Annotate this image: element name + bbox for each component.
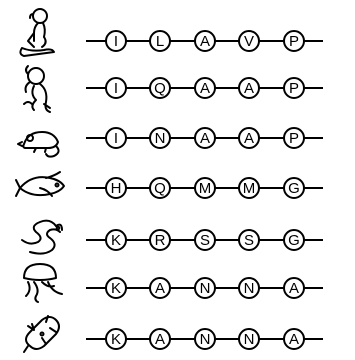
mouse-icon (18, 132, 59, 157)
residue-letter: P (289, 33, 299, 50)
organism-icons (16, 9, 64, 352)
human-icon (20, 9, 54, 56)
jellyfish-icon (24, 264, 62, 302)
residue-letter: N (244, 331, 255, 348)
residue-letter: N (155, 130, 166, 147)
residue-letter: S (244, 232, 254, 249)
residue-letter: G (288, 232, 300, 249)
residue-letter: Q (154, 80, 166, 97)
residue-letter: M (199, 180, 212, 197)
residue-letter: K (111, 331, 121, 348)
residue-letter: I (114, 33, 118, 50)
residue-letter: G (288, 180, 300, 197)
residue-letter: I (114, 80, 118, 97)
residue-letter: K (111, 232, 121, 249)
residue-letter: A (200, 130, 210, 147)
monkey-icon (24, 66, 50, 112)
residue-letter: A (200, 33, 210, 50)
residue-letter: A (244, 130, 254, 147)
residue-letter: N (200, 280, 211, 297)
residue-letter: P (289, 130, 299, 147)
residue-rows: I L A V P I Q A A P I N A A P H Q M M G K R S S G K A N N A K A N N A (86, 31, 323, 349)
residue-letter: R (155, 232, 166, 249)
worm-icon (22, 221, 62, 254)
residue-letter: L (156, 33, 164, 50)
residue-letter: A (289, 331, 299, 348)
residue-letter: M (243, 180, 256, 197)
residue-letter: A (155, 280, 165, 297)
residue-letter: P (289, 80, 299, 97)
residue-letter: N (200, 331, 211, 348)
residue-letter: A (155, 331, 165, 348)
residue-letter: A (289, 280, 299, 297)
residue-letter: S (200, 232, 210, 249)
bacterium-icon (24, 316, 59, 352)
residue-letter: K (111, 280, 121, 297)
residue-letter: A (200, 80, 210, 97)
residue-letter: Q (154, 180, 166, 197)
fish-icon (16, 172, 64, 196)
residue-letter: A (244, 80, 254, 97)
residue-letter: H (111, 180, 122, 197)
residue-letter: I (114, 130, 118, 147)
residue-letter: N (244, 280, 255, 297)
residue-letter: V (244, 33, 254, 50)
